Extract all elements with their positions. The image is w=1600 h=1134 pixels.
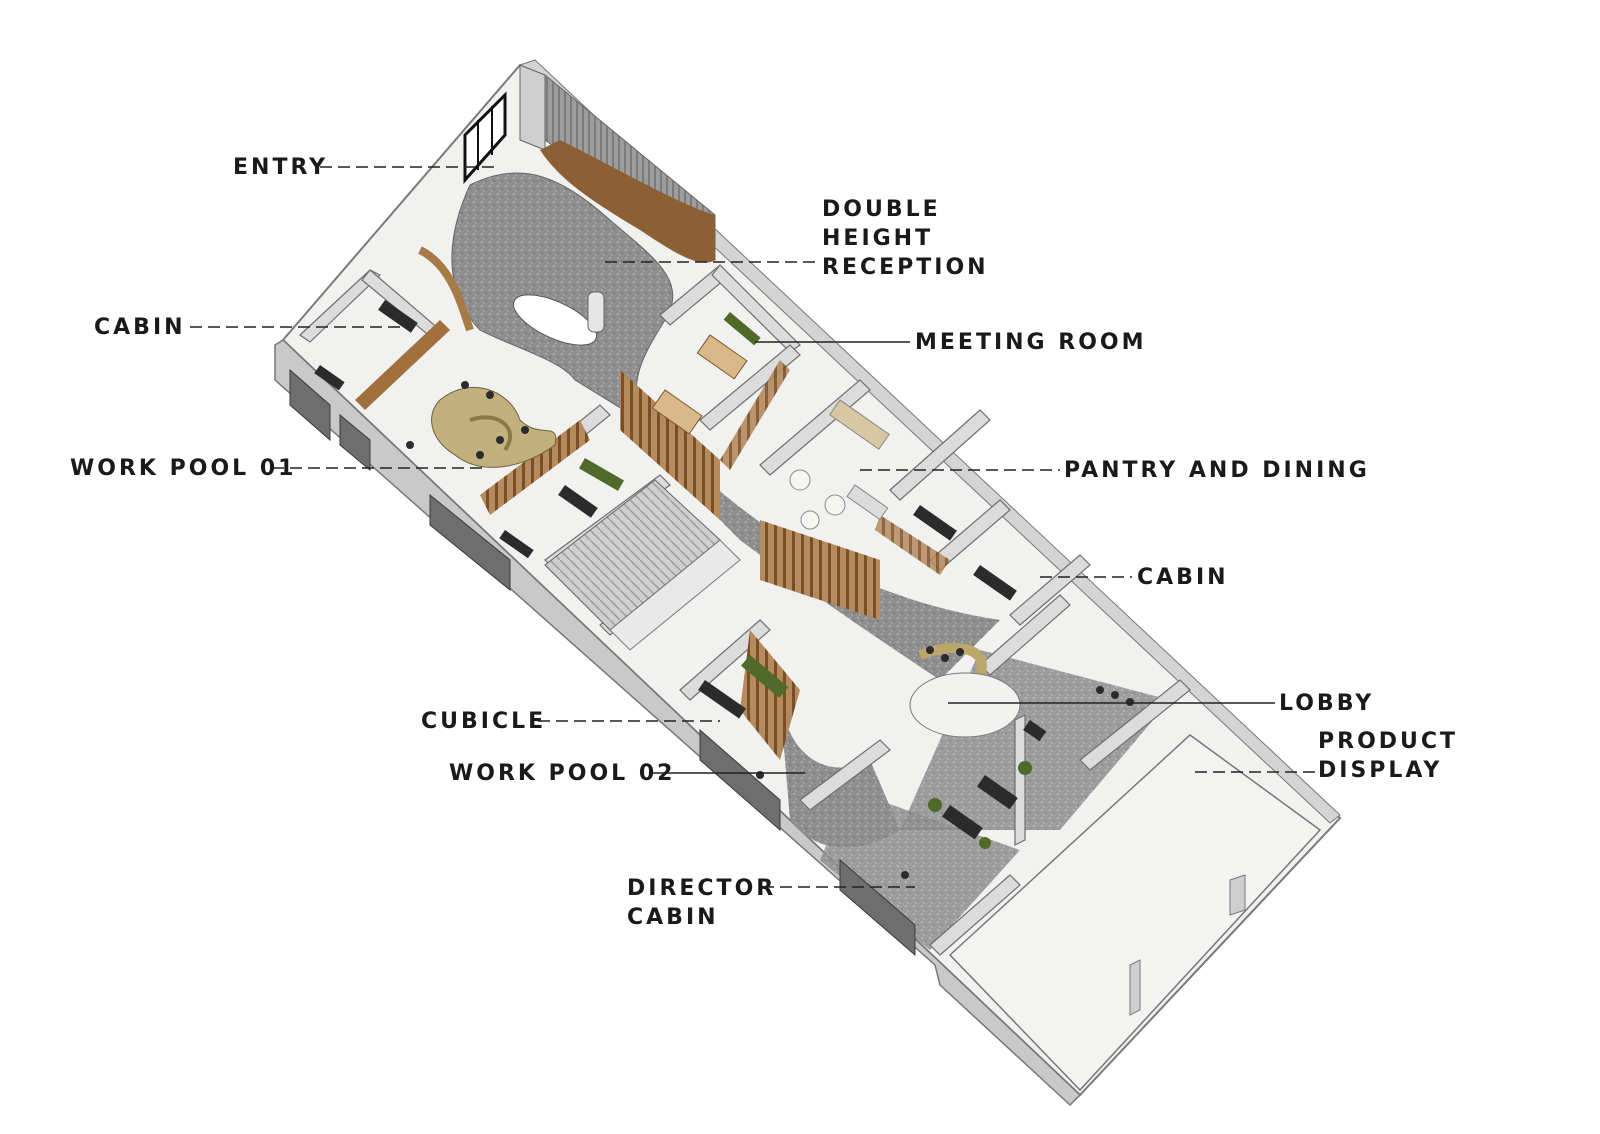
label-meeting-room: MEETING ROOM <box>915 330 1147 355</box>
label-product-display: PRODUCT DISPLAY <box>1318 729 1459 783</box>
label-double-height-reception: DOUBLE HEIGHT RECEPTION <box>822 197 989 280</box>
leader-lines <box>190 166 1315 888</box>
label-director-cabin: DIRECTOR CABIN <box>627 876 777 930</box>
office-furniture <box>314 300 1134 879</box>
label-cabin-right: CABIN <box>1137 565 1229 590</box>
product-display-area <box>948 734 1322 1092</box>
reception-wood-bench <box>418 140 715 332</box>
facade-windows <box>289 368 916 957</box>
label-cabin-left: CABIN <box>94 315 186 340</box>
staircase <box>544 479 741 651</box>
work-pool-01-desks <box>431 386 557 468</box>
label-entry: ENTRY <box>233 155 329 180</box>
reception-desk <box>513 291 605 346</box>
wooden-slat-screens <box>355 320 950 760</box>
label-work-pool-01: WORK POOL 01 <box>70 456 297 481</box>
meeting-tables <box>651 334 748 435</box>
pantry-furniture <box>789 399 890 530</box>
label-work-pool-02: WORK POOL 02 <box>449 761 676 786</box>
label-lobby: LOBBY <box>1279 691 1375 716</box>
planters <box>579 312 1032 849</box>
label-pantry-and-dining: PANTRY AND DINING <box>1064 458 1370 483</box>
label-cubicle: CUBICLE <box>421 709 547 734</box>
